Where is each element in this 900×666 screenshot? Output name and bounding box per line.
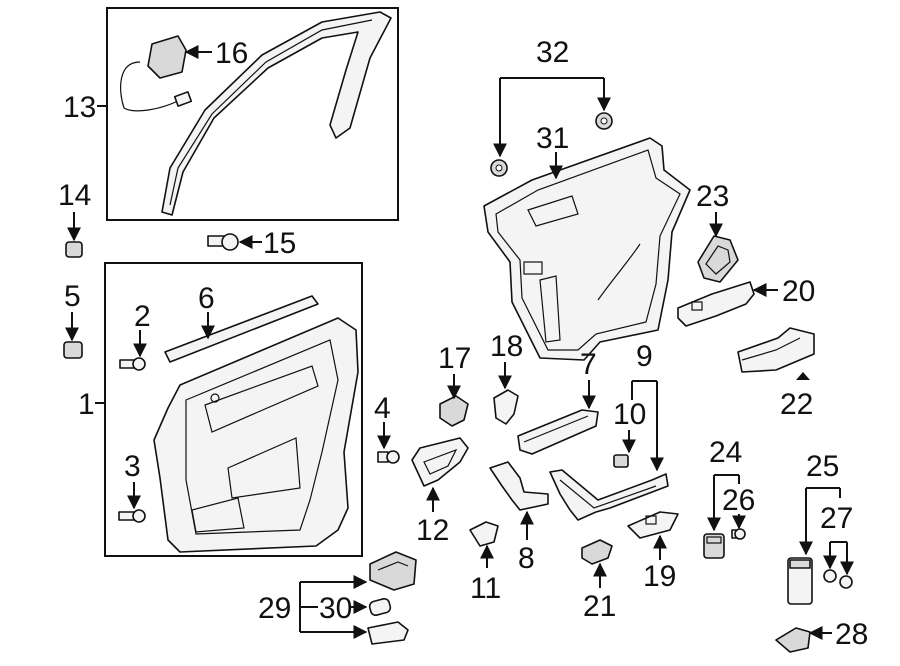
callout-20: 20: [782, 275, 815, 308]
belt-weatherstrip: [164, 295, 319, 363]
bulb-27-right: [839, 575, 853, 589]
screw-4: [377, 450, 400, 464]
screw-2: [119, 357, 146, 371]
lamp-24: [703, 533, 725, 559]
callout-26: 26: [722, 484, 755, 517]
callout-15: 15: [263, 227, 296, 260]
bracket-19: [627, 511, 679, 539]
door-switch-with-harness: [119, 35, 193, 112]
callout-23: 23: [696, 180, 729, 213]
switch-18: [493, 389, 519, 425]
callout-18: 18: [490, 330, 523, 363]
callout-31: 31: [536, 122, 569, 155]
callout-2: 2: [134, 300, 151, 333]
bracket-8: [489, 461, 549, 511]
run-channel: [161, 11, 392, 216]
clip-14: [65, 241, 83, 258]
switch-17: [439, 395, 469, 427]
clip-15: [207, 233, 239, 251]
callout-17: 17: [438, 342, 471, 375]
cover-11: [469, 521, 499, 547]
bulb-27-left: [823, 569, 837, 583]
callout-14: 14: [58, 179, 91, 212]
callout-12: 12: [416, 514, 449, 547]
callout-labels: 13 16 14 5 15 1 2 3 6 4 32 31 23 20 22 1…: [58, 36, 868, 651]
callout-25: 25: [806, 450, 839, 483]
door-trim-group-frame: [104, 262, 363, 557]
lower-trim-9: [549, 469, 669, 521]
armrest-7: [517, 409, 599, 455]
switch-base-22: [737, 327, 815, 373]
callout-28: 28: [835, 618, 868, 651]
callout-1: 1: [78, 388, 95, 421]
callout-13: 13: [63, 91, 96, 124]
clip-5: [63, 341, 83, 359]
sensor-28: [775, 627, 811, 653]
bulb-26: [731, 528, 746, 540]
window-channel-group-frame: [106, 7, 399, 221]
callout-6: 6: [198, 282, 215, 315]
callout-24: 24: [709, 436, 742, 469]
clip-32-right: [595, 112, 613, 130]
leader-lines: [65, 45, 854, 640]
switch-29-upper: [369, 551, 417, 591]
callout-27: 27: [820, 502, 853, 535]
callout-21: 21: [583, 590, 616, 623]
lamp-25: [787, 557, 813, 605]
clip-32-left: [490, 159, 508, 177]
callout-7: 7: [580, 348, 597, 381]
callout-5: 5: [64, 280, 81, 313]
callout-32: 32: [536, 36, 569, 69]
callout-30: 30: [319, 592, 352, 625]
callout-11: 11: [470, 572, 501, 605]
door-liner: [483, 137, 691, 361]
speaker: [697, 235, 739, 283]
bracket-20: [677, 281, 755, 327]
pull-handle-12: [411, 437, 469, 487]
callout-19: 19: [643, 560, 676, 593]
callout-4: 4: [374, 392, 391, 425]
clip-10: [613, 454, 629, 468]
screw-3: [118, 509, 146, 523]
knob-30: [368, 597, 392, 617]
callout-29: 29: [258, 592, 291, 625]
callout-3: 3: [124, 450, 141, 483]
callout-8: 8: [518, 542, 535, 575]
callout-22: 22: [780, 388, 813, 421]
door-trim-panel: [153, 317, 359, 553]
callout-9: 9: [636, 340, 653, 373]
clip-21: [581, 539, 613, 565]
callout-16: 16: [215, 37, 248, 70]
switch-29-lower: [367, 621, 409, 645]
callout-10: 10: [613, 398, 646, 431]
